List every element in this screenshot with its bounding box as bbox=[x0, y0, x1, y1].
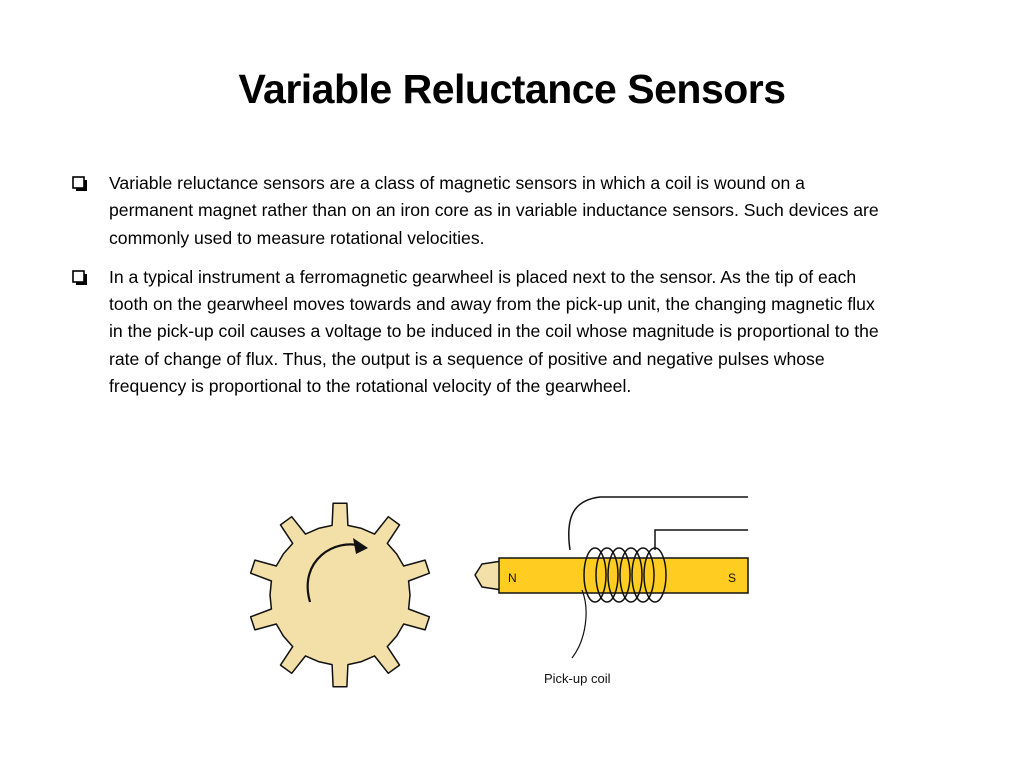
coil-lead-wire bbox=[568, 496, 748, 551]
coil-lead-wire bbox=[654, 529, 748, 550]
rotation-arrowhead-icon bbox=[353, 538, 368, 554]
slide-title: Variable Reluctance Sensors bbox=[238, 66, 786, 112]
coil-turn bbox=[619, 547, 643, 603]
checkbox-bullet-icon bbox=[72, 176, 87, 191]
bullet-list: Variable reluctance sensors are a class … bbox=[72, 170, 892, 412]
permanent-magnet bbox=[498, 557, 749, 594]
pick-up-coil-label: Pick-up coil bbox=[544, 671, 611, 686]
coil-turn bbox=[595, 547, 619, 603]
coil-label-pointer bbox=[571, 589, 587, 659]
coil-turn bbox=[607, 547, 631, 603]
coil-turn bbox=[631, 547, 655, 603]
bullet-item: In a typical instrument a ferromagnetic … bbox=[72, 264, 892, 400]
rotation-arrow-icon bbox=[306, 543, 363, 603]
bullet-item: Variable reluctance sensors are a class … bbox=[72, 170, 892, 252]
checkbox-bullet-icon bbox=[72, 270, 87, 285]
coil-turn bbox=[583, 547, 607, 603]
magnet-south-label: S bbox=[728, 571, 736, 585]
gearwheel bbox=[250, 502, 431, 688]
sensor-tip bbox=[474, 560, 503, 591]
variable-reluctance-sensor-figure: N S Pick-up coil bbox=[250, 496, 749, 688]
bullet-text: In a typical instrument a ferromagnetic … bbox=[109, 266, 879, 397]
magnet-north-label: N bbox=[508, 571, 517, 585]
bullet-text: Variable reluctance sensors are a class … bbox=[109, 173, 879, 248]
